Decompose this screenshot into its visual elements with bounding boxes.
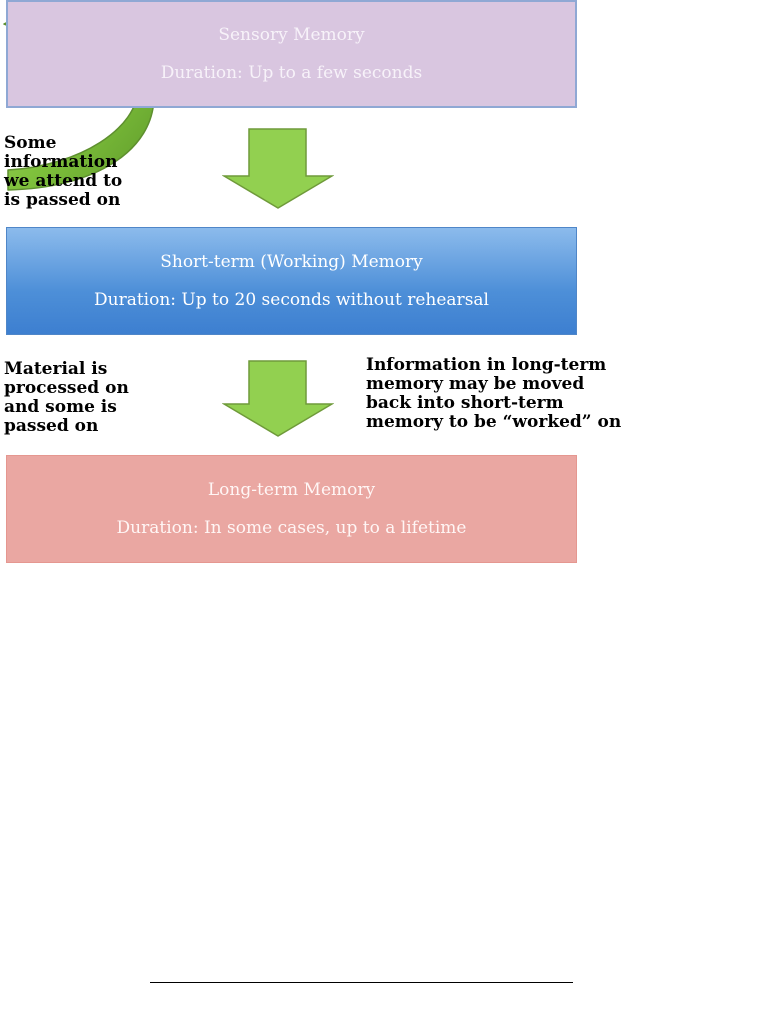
attend-note-line: we attend to [4, 171, 123, 191]
process-note: Material is processed on and some is pas… [4, 360, 129, 436]
short-term-memory-title: Short-term (Working) Memory [160, 252, 423, 272]
retrieve-note-line: Information in long-term [366, 355, 607, 375]
long-term-memory-duration: Duration: In some cases, up to a lifetim… [116, 518, 467, 538]
long-term-memory-box: Long-term Memory Duration: In some cases… [6, 455, 577, 563]
footnote-divider [150, 982, 573, 983]
sensory-memory-title: Sensory Memory [218, 25, 365, 45]
retrieve-note-line: memory to be “worked” on [366, 412, 622, 432]
attend-note-line: information [4, 152, 118, 172]
process-note-line: passed on [4, 416, 99, 436]
retrieve-note-line: back into short-term [366, 393, 564, 413]
process-note-line: Material is [4, 359, 108, 379]
process-note-line: processed on [4, 378, 129, 398]
sensory-memory-duration: Duration: Up to a few seconds [160, 63, 423, 83]
long-term-memory-title: Long-term Memory [207, 480, 376, 500]
attend-note-line: is passed on [4, 190, 121, 210]
attend-note: Some information we attend to is passed … [4, 134, 122, 210]
short-term-memory-box: Short-term (Working) Memory Duration: Up… [6, 227, 577, 335]
process-note-line: and some is [4, 397, 117, 417]
attend-note-line: Some [4, 133, 57, 153]
short-term-memory-duration: Duration: Up to 20 seconds without rehea… [94, 290, 489, 310]
down-arrow-icon [222, 128, 334, 209]
down-arrow-icon [222, 360, 334, 437]
sensory-memory-box: Sensory Memory Duration: Up to a few sec… [6, 0, 577, 108]
retrieve-note-line: memory may be moved [366, 374, 585, 394]
retrieve-note: Information in long-term memory may be m… [366, 356, 621, 432]
